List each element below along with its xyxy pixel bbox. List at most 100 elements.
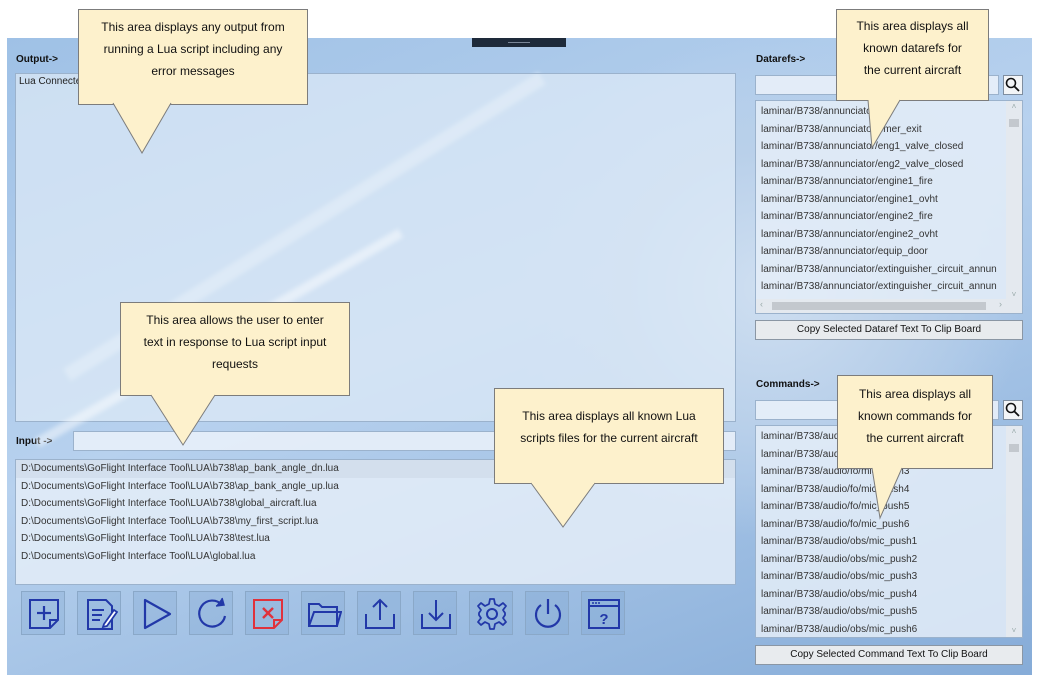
script-list-item[interactable]: D:\Documents\GoFlight Interface Tool\LUA… [21,550,256,562]
dataref-list-item[interactable]: laminar/B738/annunciator/engine2_ovht [761,228,938,240]
copy-dataref-button[interactable]: Copy Selected Dataref Text To Clip Board [755,320,1023,340]
search-icon [1005,77,1020,92]
callout-line: This area displays all [856,19,969,33]
command-list-item[interactable]: laminar/B738/audio/fo/mic_push6 [761,518,910,530]
help-icon: ? [588,599,620,629]
callout-line: scripts files for the current aircraft [520,431,698,445]
callout-output: This area displays any output from runni… [78,9,308,105]
dataref-list-item[interactable]: laminar/B738/annunciator/emer_exit [761,123,922,135]
command-list-item[interactable]: laminar/B738/audio/obs/mic_push6 [761,623,918,635]
command-list-item[interactable]: laminar/B738/audio/obs/mic_push3 [761,571,918,582]
scroll-down-icon[interactable]: ˅ [1011,626,1017,635]
command-list-item[interactable]: laminar/B738/audio/obs/mic_push1 [761,536,918,547]
callout-scripts-tail [530,481,596,528]
dataref-list-item[interactable]: laminar/B738/annunciator/engine2_fire [761,211,933,222]
dataref-list-item[interactable]: laminar/B738/annunciator/equip_door [761,246,928,257]
hscrollbar-thumb[interactable] [772,302,986,310]
callout-input-tail [150,393,216,446]
settings-button[interactable] [469,591,513,635]
run-icon [143,598,172,630]
command-list-item[interactable]: laminar/B738/audio/fo/mic_push3 [761,466,910,477]
datarefs-label: Datarefs-> [756,54,806,65]
callout-line: text in response to Lua script input [143,335,327,349]
callout-line: This area displays any output from [101,20,285,34]
scroll-right-icon[interactable]: › [999,299,1002,309]
command-list-item[interactable]: laminar/B738/audio/obs/mic_push5 [761,606,918,617]
window-grip[interactable] [472,38,566,47]
script-list-item[interactable]: D:\Documents\GoFlight Interface Tool\LUA… [21,515,319,527]
callout-output-tail [112,101,172,154]
dataref-list-item[interactable]: laminar/B738/annunciator/extinguisher_ci… [761,281,997,292]
export-icon [365,598,395,629]
commands-label: Commands-> [756,379,820,390]
callout-line: This area displays all [858,387,972,401]
delete-script-button[interactable] [245,591,289,635]
script-list-item[interactable]: D:\Documents\GoFlight Interface Tool\LUA… [21,533,270,544]
scrollbar-thumb[interactable] [1009,119,1019,127]
new-script-button[interactable] [21,591,65,635]
search-icon [1005,402,1020,417]
reload-button[interactable] [189,591,233,635]
command-list-item[interactable]: laminar/B738/audio/ [761,448,850,460]
help-button[interactable]: ? [581,591,625,635]
scroll-down-icon[interactable]: ˅ [1011,290,1017,299]
command-list-item[interactable]: laminar/B738/audio/obs/mic_push4 [761,588,918,600]
scroll-up-icon[interactable]: ˄ [1011,427,1017,436]
dataref-list-item[interactable]: laminar/B738/annunciator/engine1_ovht [761,193,938,205]
callout-input: This area allows the user to enter text … [120,302,350,396]
svg-text:?: ? [599,611,608,628]
dataref-list-item[interactable]: laminar/B738/annunciator/ [761,106,878,117]
dataref-search-button[interactable] [1003,75,1023,95]
output-label: Output-> [16,54,58,65]
command-search-button[interactable] [1003,400,1023,420]
power-button[interactable] [525,591,569,635]
input-label: Input -> [16,436,53,447]
datarefs-list[interactable]: laminar/B738/annunciator/laminar/B738/an… [755,100,1023,314]
dataref-list-item[interactable]: laminar/B738/annunciator/extinguisher_ci… [761,263,997,275]
scroll-left-icon[interactable]: ‹ [760,299,763,309]
delete-script-icon [253,599,283,629]
callout-line: running a Lua script including any [103,42,283,56]
command-list-item[interactable]: laminar/B738/audio/fo/mic_push5 [761,501,910,512]
run-button[interactable] [133,591,177,635]
import-icon [421,600,451,629]
callout-scripts: This area displays all known Lua scripts… [494,388,724,484]
callout-datarefs-tail [867,98,901,150]
dataref-list-item[interactable]: laminar/B738/annunciator/engine1_fire [761,176,933,187]
datarefs-vscrollbar[interactable]: ˄ ˅ [1006,101,1022,313]
dataref-list-item[interactable]: laminar/B738/annunciator/eng1_valve_clos… [761,141,964,152]
copy-command-button[interactable]: Copy Selected Command Text To Clip Board [755,645,1023,665]
callout-commands: This area displays all known commands fo… [837,375,993,469]
reload-icon [198,597,227,628]
new-script-icon [29,599,59,629]
scroll-up-icon[interactable]: ˄ [1011,102,1017,111]
callout-datarefs: This area displays all known datarefs fo… [836,9,989,101]
callout-line: known datarefs for [863,41,962,55]
callout-line: the current aircraft [863,63,962,77]
scrollbar-thumb[interactable] [1009,444,1019,452]
edit-script-button[interactable] [77,591,121,635]
import-button[interactable] [413,591,457,635]
export-button[interactable] [357,591,401,635]
callout-line: error messages [151,64,235,78]
command-list-item[interactable]: laminar/B738/audio/ [761,431,850,442]
dataref-list-item[interactable]: laminar/B738/annunciator/eng2_valve_clos… [761,158,964,170]
callout-commands-tail [871,466,903,520]
callout-line: This area allows the user to enter [146,313,324,327]
callout-line: known commands for [857,409,973,423]
script-list-item[interactable]: D:\Documents\GoFlight Interface Tool\LUA… [21,480,339,492]
commands-container: laminar/B738/audio/laminar/B738/audio/la… [756,426,1022,637]
callout-line: requests [211,357,259,371]
callout-line: the current aircraft [866,431,964,445]
command-list-item[interactable]: laminar/B738/audio/fo/mic_push4 [761,483,910,495]
commands-vscrollbar[interactable]: ˄ ˅ [1006,426,1022,637]
settings-icon [477,598,507,630]
power-icon [534,599,562,628]
script-list-item[interactable]: D:\Documents\GoFlight Interface Tool\LUA… [21,498,317,509]
output-text: Lua Connecte [19,76,82,87]
datarefs-hscrollbar[interactable]: ‹ › [756,299,1006,313]
callout-line: This area displays all known Lua [522,409,696,423]
datarefs-container: laminar/B738/annunciator/laminar/B738/an… [756,101,1022,296]
command-list-item[interactable]: laminar/B738/audio/obs/mic_push2 [761,553,918,565]
open-folder-button[interactable] [301,591,345,635]
